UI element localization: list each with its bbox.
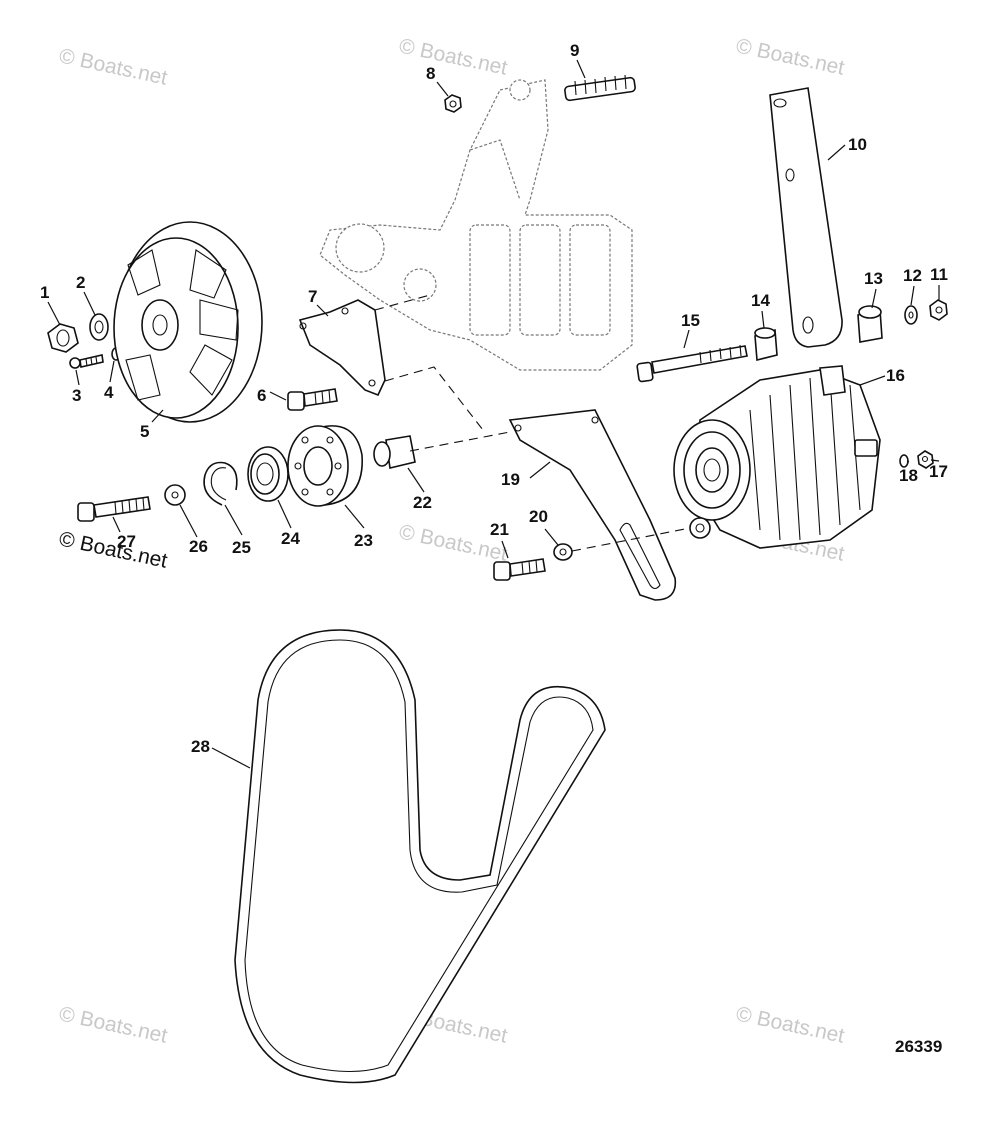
callout-20: 20 — [529, 507, 548, 526]
nut-part-11 — [929, 299, 948, 321]
serpentine-belt-part-28 — [234, 629, 606, 1084]
engine-block — [319, 79, 633, 371]
watermark-top-right: © Boats.net — [734, 34, 847, 79]
washer-part-20 — [553, 543, 573, 561]
idler-pulley-part-23 — [287, 425, 363, 507]
nut-part-8 — [444, 94, 462, 113]
bolt-part-6 — [287, 388, 338, 411]
callout-6: 6 — [257, 386, 266, 405]
spacer-part-14 — [754, 327, 778, 362]
spacer-part-22 — [373, 435, 416, 469]
watermark-top-center: © Boats.net — [397, 34, 510, 79]
spacer-part-13 — [857, 305, 883, 343]
bearing-part-24 — [247, 446, 289, 502]
washer-part-2 — [89, 313, 109, 341]
callout-22: 22 — [413, 493, 432, 512]
nut-part-1 — [47, 323, 79, 353]
callout-24: 24 — [281, 529, 300, 548]
bracket-part-7 — [298, 299, 386, 397]
watermark-mid-left: © Boats.net — [57, 527, 170, 572]
callout-10: 10 — [848, 135, 867, 154]
leader-lines — [47, 59, 940, 769]
callout-16: 16 — [886, 366, 905, 385]
callout-17: 17 — [929, 462, 948, 481]
stud-part-9 — [564, 74, 636, 102]
screw-part-3 — [69, 354, 104, 369]
watermark-bottom-right: © Boats.net — [734, 1002, 847, 1047]
callout-4: 4 — [104, 383, 114, 402]
figure-number: 26339 — [895, 1037, 942, 1056]
nut-part-17 — [917, 450, 934, 469]
callout-15: 15 — [681, 311, 700, 330]
callout-3: 3 — [72, 386, 81, 405]
callout-8: 8 — [426, 64, 435, 83]
callout-26: 26 — [189, 537, 208, 556]
adjusting-bracket-part-19 — [508, 409, 677, 601]
pulley-part-5 — [113, 221, 263, 423]
long-bolt-part-15 — [636, 344, 748, 383]
alternator-part-16 — [673, 365, 881, 549]
callout-9: 9 — [570, 41, 579, 60]
callout-25: 25 — [232, 538, 251, 557]
assembly-lines — [374, 294, 691, 552]
washer-part-12 — [904, 305, 918, 325]
callout-13: 13 — [864, 269, 883, 288]
callout-28: 28 — [191, 737, 210, 756]
callout-7: 7 — [308, 287, 317, 306]
callout-19: 19 — [501, 470, 520, 489]
bolt-part-21 — [493, 558, 546, 581]
snap-ring-part-25 — [203, 461, 238, 506]
callout-11: 11 — [930, 265, 948, 284]
callout-14: 14 — [751, 291, 770, 310]
callout-2: 2 — [76, 273, 85, 292]
callout-23: 23 — [354, 531, 373, 550]
washer-part-26 — [164, 484, 186, 506]
watermark-top-left: © Boats.net — [57, 44, 170, 89]
callout-labels: 1 2 3 4 5 6 7 8 9 10 11 12 13 14 15 16 1… — [40, 41, 948, 756]
callout-21: 21 — [490, 520, 509, 539]
watermark-bottom-left: © Boats.net — [57, 1002, 170, 1047]
callout-27: 27 — [117, 532, 136, 551]
callout-5: 5 — [140, 422, 149, 441]
long-bolt-part-27 — [77, 496, 151, 522]
callout-1: 1 — [40, 283, 49, 302]
strap-bracket-part-10 — [769, 87, 843, 348]
callout-18: 18 — [899, 466, 918, 485]
callout-12: 12 — [903, 266, 922, 285]
